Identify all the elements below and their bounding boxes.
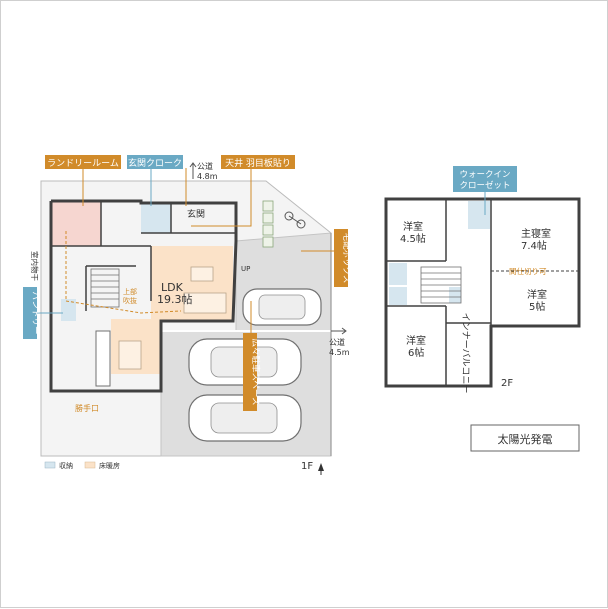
floor-2f-label: 2F bbox=[501, 378, 513, 389]
floor-1f-label: 1F bbox=[301, 461, 313, 472]
walkin-callout: ウォークイン bbox=[459, 170, 510, 180]
bicycle-icon bbox=[284, 211, 306, 229]
partition-label: 間仕切り可 bbox=[509, 266, 547, 276]
circulation-path bbox=[65, 231, 182, 314]
dining-table bbox=[118, 340, 142, 370]
delivery-box-callout-bg bbox=[334, 229, 348, 287]
room1-size: 4.5帖 bbox=[400, 232, 426, 245]
road-right-width: 4.5m bbox=[329, 348, 350, 357]
callout-leaders-blue bbox=[36, 168, 152, 314]
pantry-callout: パントリー bbox=[30, 292, 40, 335]
solar-panel-box bbox=[470, 424, 580, 452]
solar-label: 太陽光発電 bbox=[498, 432, 553, 446]
building-1f bbox=[49, 199, 238, 393]
storage-entrance bbox=[141, 203, 171, 233]
north-arrow-icon bbox=[318, 463, 324, 475]
fukinuke-label-2: 吹抜 bbox=[123, 296, 137, 305]
tv-board bbox=[190, 266, 214, 282]
laundry-callout: ランドリールーム bbox=[47, 158, 119, 169]
room3-label: 洋室 bbox=[406, 334, 426, 347]
kitchen-door-label: 勝手口 bbox=[75, 403, 99, 413]
room2-label: 洋室 bbox=[527, 288, 547, 301]
laundry-callout-bg bbox=[45, 155, 121, 169]
balcony-label: インナーバルコニー bbox=[460, 313, 471, 394]
entrance-cloak-callout-bg bbox=[127, 155, 183, 169]
master-label: 主寝室 bbox=[521, 227, 551, 240]
delivery-box-callout: 宅配ボックス bbox=[341, 233, 352, 284]
indoor-dry-label: 室内物干 bbox=[30, 251, 40, 281]
legend-storage-label: 収納 bbox=[59, 461, 73, 470]
pantry-callout-bg bbox=[23, 287, 37, 339]
room2-size: 5帖 bbox=[529, 300, 545, 313]
storage-pantry bbox=[61, 299, 76, 321]
road-top-label: 公道 bbox=[197, 161, 213, 171]
legend-storage-swatch bbox=[44, 461, 56, 469]
parking-callout: 広々駐車スペース bbox=[250, 339, 261, 406]
up-label: UP bbox=[241, 265, 250, 273]
road-top-width: 4.8m bbox=[197, 172, 218, 181]
genkan-label: 玄関 bbox=[187, 208, 205, 220]
storage-walkin bbox=[468, 201, 490, 229]
fukinuke-label: 上部 bbox=[123, 287, 137, 296]
entrance-cloak-callout: 玄関クローク bbox=[128, 157, 182, 169]
stairs-1f bbox=[90, 268, 120, 308]
entrance-tiles bbox=[262, 200, 274, 248]
storage-hall bbox=[449, 287, 461, 303]
road-right-label: 公道 bbox=[329, 337, 345, 347]
room3-size: 6帖 bbox=[408, 346, 424, 359]
car-bottom bbox=[188, 394, 302, 442]
ldk-label: LDK bbox=[161, 281, 184, 294]
stairs-2f bbox=[420, 266, 462, 304]
walkin-callout-2: クローゼット bbox=[459, 180, 510, 191]
kitchen-counter bbox=[95, 330, 111, 387]
building-2f bbox=[384, 197, 581, 388]
laundry-room bbox=[51, 201, 101, 246]
legend-heating-label: 床暖房 bbox=[99, 461, 120, 470]
legend-heating-swatch bbox=[84, 461, 96, 469]
road-arrows bbox=[189, 162, 347, 335]
storage-room3 bbox=[389, 287, 407, 305]
ceiling-callout: 天井 羽目板貼り bbox=[225, 157, 291, 169]
storage-room1 bbox=[389, 263, 407, 285]
parking-callout-bg bbox=[243, 333, 257, 411]
ldk-size: 19.3帖 bbox=[157, 293, 193, 306]
callout-leaders bbox=[82, 168, 337, 341]
car-top bbox=[242, 288, 322, 326]
ceiling-callout-bg bbox=[221, 155, 295, 169]
walkin-callout-bg bbox=[453, 166, 517, 192]
sofa bbox=[183, 292, 227, 314]
master-size: 7.4帖 bbox=[521, 239, 547, 252]
room1-label: 洋室 bbox=[403, 220, 423, 233]
